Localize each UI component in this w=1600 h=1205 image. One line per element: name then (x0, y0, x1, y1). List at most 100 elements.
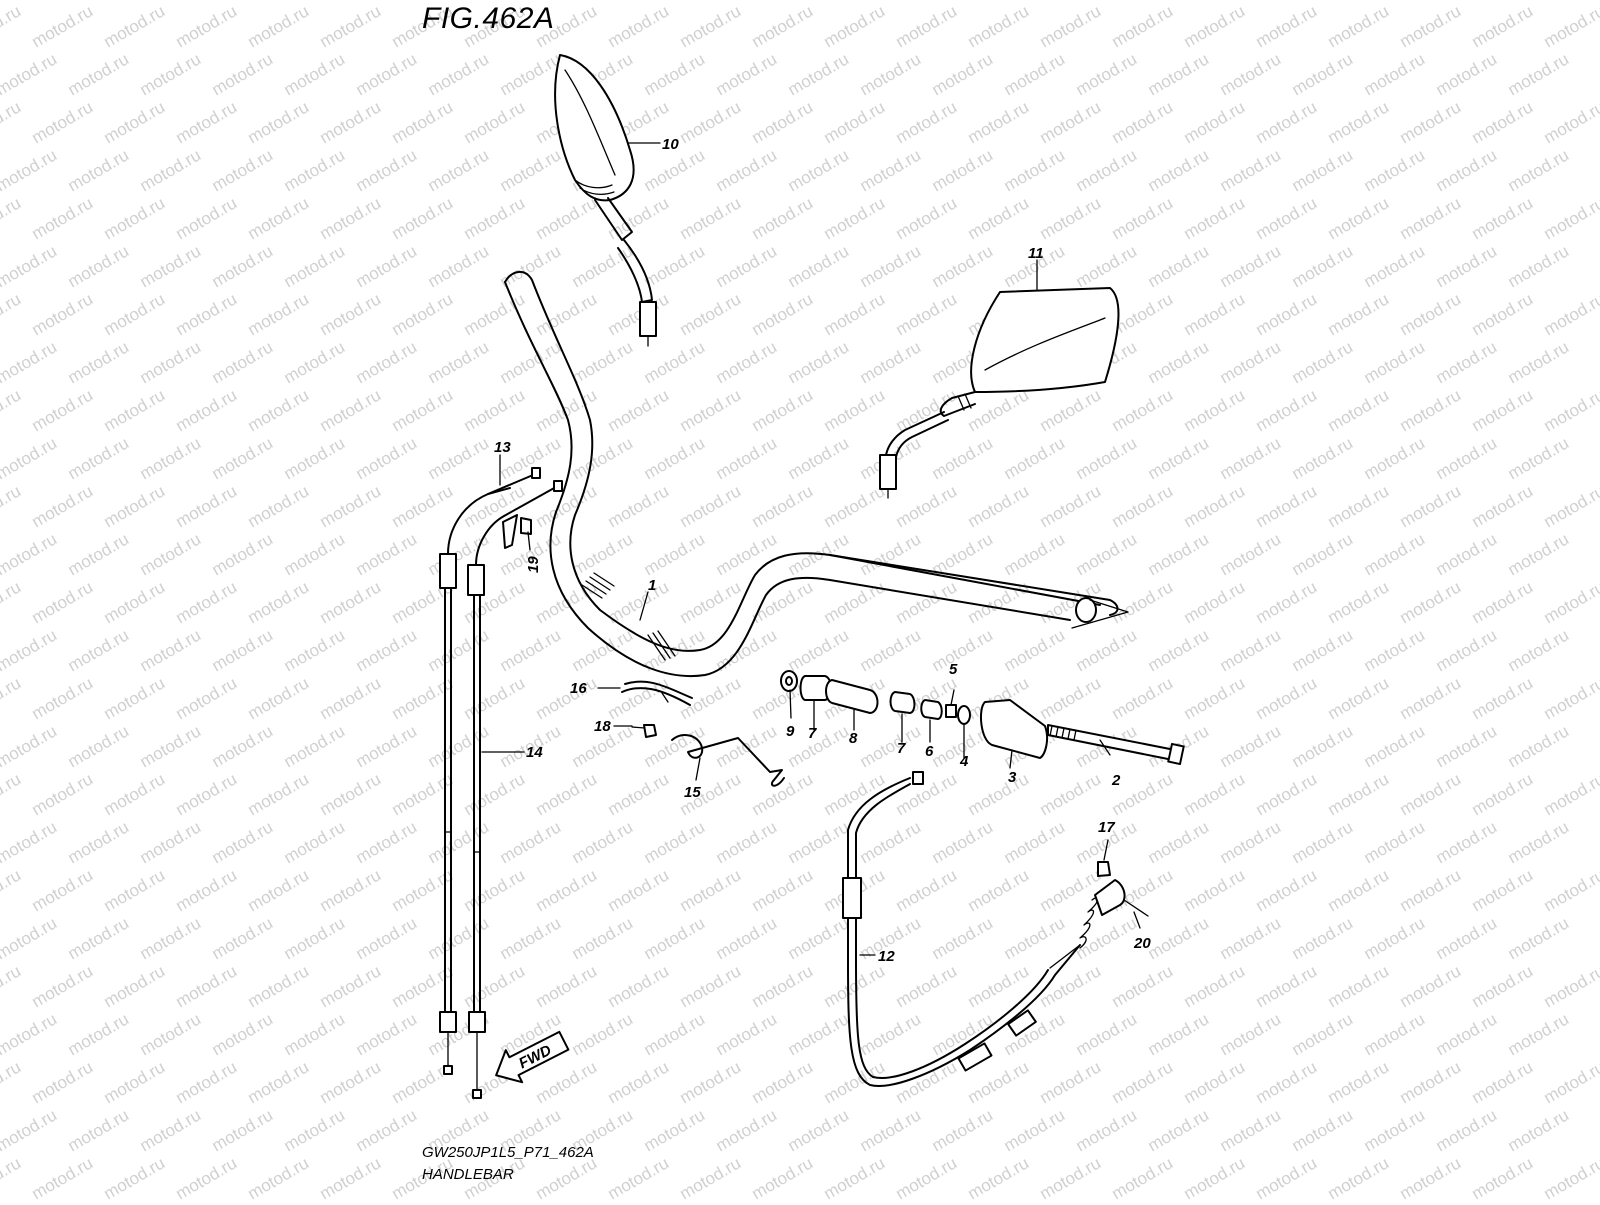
watermark-text: motod.ru (281, 145, 349, 195)
watermark-text: motod.ru (1073, 1009, 1141, 1059)
watermark-text: motod.ru (0, 625, 60, 675)
watermark-text: motod.ru (425, 721, 493, 771)
watermark-text: motod.ru (1361, 337, 1429, 387)
watermark-text: motod.ru (0, 817, 60, 867)
watermark-text: motod.ru (1253, 481, 1321, 531)
watermark-text: motod.ru (173, 577, 241, 627)
watermark-text: motod.ru (1541, 1057, 1600, 1107)
watermark-text: motod.ru (1217, 433, 1285, 483)
watermark-text: motod.ru (821, 1, 889, 51)
watermark-text: motod.ru (785, 49, 853, 99)
watermark-text: motod.ru (353, 241, 421, 291)
watermark-text: motod.ru (1325, 1, 1393, 51)
watermark-text: motod.ru (1505, 817, 1573, 867)
watermark-text: motod.ru (137, 721, 205, 771)
watermark-text: motod.ru (605, 193, 673, 243)
watermark-text: motod.ru (749, 289, 817, 339)
watermark-text: motod.ru (1505, 721, 1573, 771)
watermark-text: motod.ru (821, 961, 889, 1011)
watermark-text: motod.ru (749, 481, 817, 531)
watermark-text: motod.ru (641, 337, 709, 387)
watermark-text: motod.ru (1397, 97, 1465, 147)
watermark-text: motod.ru (641, 49, 709, 99)
watermark-text: motod.ru (1181, 673, 1249, 723)
watermark-text: motod.ru (1217, 1009, 1285, 1059)
callout-2: 2 (1111, 772, 1121, 789)
watermark-text: motod.ru (101, 1153, 169, 1200)
watermark-text: motod.ru (1541, 289, 1600, 339)
callout-1: 1 (648, 577, 656, 594)
watermark-text: motod.ru (1109, 1, 1177, 51)
watermark-text: motod.ru (245, 1153, 313, 1200)
watermark-text: motod.ru (749, 385, 817, 435)
watermark-text: motod.ru (1469, 1057, 1537, 1107)
watermark-text: motod.ru (1361, 817, 1429, 867)
watermark-text: motod.ru (389, 481, 457, 531)
watermark-text: motod.ru (245, 865, 313, 915)
watermark-text: motod.ru (1541, 961, 1600, 1011)
watermark-text: motod.ru (713, 337, 781, 387)
watermark-text: motod.ru (137, 1009, 205, 1059)
watermark-text: motod.ru (1289, 721, 1357, 771)
watermark-text: motod.ru (0, 433, 60, 483)
watermark-text: motod.ru (1109, 961, 1177, 1011)
watermark-text: motod.ru (749, 97, 817, 147)
watermark-text: motod.ru (1325, 97, 1393, 147)
watermark-text: motod.ru (1037, 1057, 1105, 1107)
watermark-text: motod.ru (1145, 1009, 1213, 1059)
watermark-text: motod.ru (857, 625, 925, 675)
callout-7a: 7 (808, 725, 817, 742)
watermark-text: motod.ru (857, 817, 925, 867)
watermark-text: motod.ru (353, 817, 421, 867)
watermark-text: motod.ru (245, 1057, 313, 1107)
watermark-text: motod.ru (1073, 0, 1141, 3)
watermark-text: motod.ru (65, 0, 133, 3)
watermark-text: motod.ru (461, 385, 529, 435)
watermark-text: motod.ru (461, 97, 529, 147)
watermark-text: motod.ru (425, 145, 493, 195)
watermark-text: motod.ru (65, 817, 133, 867)
watermark-text: motod.ru (65, 49, 133, 99)
watermark-text: motod.ru (497, 913, 565, 963)
watermark-text: motod.ru (1433, 625, 1501, 675)
watermark-text: motod.ru (533, 193, 601, 243)
watermark-text: motod.ru (605, 769, 673, 819)
watermark-text: motod.ru (1505, 241, 1573, 291)
watermark-text: motod.ru (0, 1057, 24, 1107)
watermark-text: motod.ru (1541, 385, 1600, 435)
watermark-text: motod.ru (461, 961, 529, 1011)
watermark-text: motod.ru (0, 865, 24, 915)
watermark-text: motod.ru (1541, 1153, 1600, 1200)
callout-3: 3 (1008, 769, 1017, 786)
watermark-text: motod.ru (317, 1153, 385, 1200)
watermark-text: motod.ru (1325, 481, 1393, 531)
watermark-text: motod.ru (1145, 241, 1213, 291)
watermark-text: motod.ru (137, 817, 205, 867)
watermark-text: motod.ru (1469, 865, 1537, 915)
watermark-text: motod.ru (569, 241, 637, 291)
figure-code: GW250JP1L5_P71_462A (422, 1144, 594, 1161)
callout-13: 13 (494, 439, 511, 456)
watermark-text: motod.ru (281, 817, 349, 867)
watermark-text: motod.ru (857, 0, 925, 3)
watermark-text: motod.ru (677, 865, 745, 915)
watermark-text: motod.ru (1037, 1, 1105, 51)
watermark-text: motod.ru (173, 1057, 241, 1107)
watermark-text: motod.ru (785, 1009, 853, 1059)
watermark-text: motod.ru (1325, 193, 1393, 243)
watermark-text: motod.ru (1505, 1009, 1573, 1059)
watermark-text: motod.ru (929, 241, 997, 291)
watermark-text: motod.ru (1073, 529, 1141, 579)
watermark-text: motod.ru (1397, 289, 1465, 339)
watermark-text: motod.ru (569, 0, 637, 3)
watermark-text: motod.ru (569, 337, 637, 387)
watermark-text: motod.ru (65, 913, 133, 963)
watermark-text: motod.ru (1289, 913, 1357, 963)
watermark-text: motod.ru (893, 769, 961, 819)
watermark-text: motod.ru (1073, 913, 1141, 963)
watermark-text: motod.ru (1505, 49, 1573, 99)
watermark-text: motod.ru (1181, 193, 1249, 243)
watermark-text: motod.ru (677, 193, 745, 243)
watermark-text: motod.ru (893, 1153, 961, 1200)
watermark-text: motod.ru (1289, 433, 1357, 483)
